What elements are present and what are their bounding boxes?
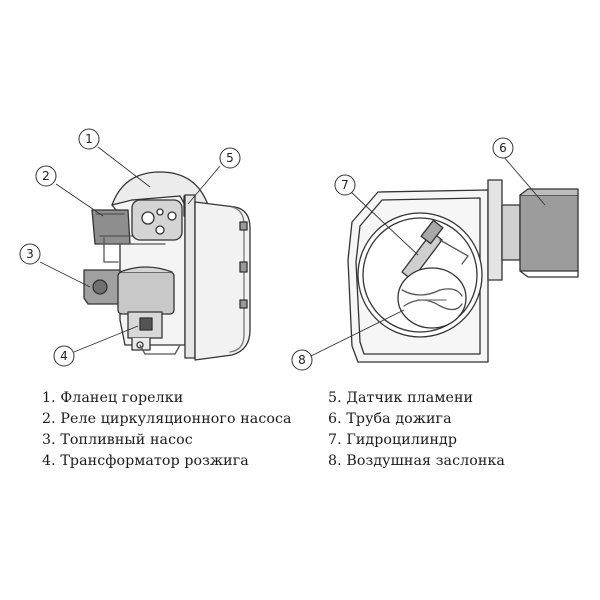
legend-item: 2. Реле циркуляционного насоса	[42, 411, 292, 427]
legend-item: 6. Труба дожига	[328, 411, 452, 427]
callout-5: 5	[219, 147, 241, 169]
legend-item: 1. Фланец горелки	[42, 390, 184, 406]
legend-item: 8. Воздушная заслонка	[328, 453, 505, 469]
callout-7: 7	[334, 174, 356, 196]
air-damper	[397, 267, 467, 329]
legend-item: 4. Трансформатор розжига	[42, 453, 249, 469]
callout-8: 8	[291, 349, 313, 371]
svg-text:4: 4	[60, 349, 68, 363]
callout-1: 1	[78, 128, 100, 150]
callout-4: 4	[53, 345, 75, 367]
legend-item: 7. Гидроцилиндр	[328, 432, 458, 448]
svg-text:6: 6	[499, 141, 507, 155]
callout-2: 2	[35, 165, 57, 187]
legend-item: 5. Датчик пламени	[328, 390, 474, 406]
pump-relay-box	[91, 209, 131, 245]
callout-6: 6	[492, 137, 514, 159]
hydraulic-cylinder	[401, 219, 469, 281]
svg-text:5: 5	[226, 151, 234, 165]
burner-side-view	[83, 171, 251, 361]
blast-tube	[519, 194, 579, 272]
burner-front-view	[347, 179, 579, 363]
svg-text:8: 8	[298, 353, 306, 367]
svg-text:1: 1	[85, 132, 93, 146]
svg-text:3: 3	[26, 247, 34, 261]
callout-3: 3	[19, 243, 41, 265]
legend-left: 1. Фланец горелки 2. Реле циркуляционног…	[42, 388, 292, 472]
svg-text:7: 7	[341, 178, 349, 192]
legend-item: 3. Топливный насос	[42, 432, 193, 448]
svg-text:2: 2	[42, 169, 50, 183]
legend-right: 5. Датчик пламени 6. Труба дожига 7. Гид…	[328, 388, 505, 472]
callouts: 1 2 3 4 5 6 7 8	[19, 128, 514, 371]
